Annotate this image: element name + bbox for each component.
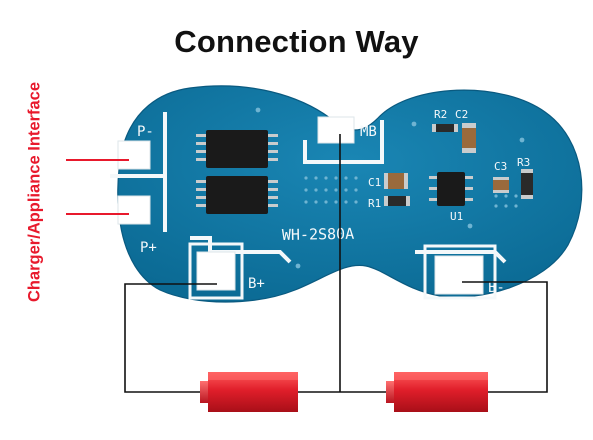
label-c2: C2	[455, 108, 468, 121]
pad-b-plus-frame	[188, 242, 244, 300]
chip-u1	[429, 172, 473, 206]
label-b-plus: B+	[248, 276, 265, 292]
component-r2	[432, 124, 458, 132]
label-b-minus: B-	[488, 280, 505, 296]
wire-b-minus	[462, 281, 548, 393]
wire-b-plus	[124, 283, 217, 393]
component-r1	[384, 196, 410, 206]
label-r3: R3	[517, 156, 530, 169]
battery-cell-right	[386, 372, 488, 412]
diagram-title: Connection Way	[174, 24, 419, 59]
label-r1: R1	[368, 197, 381, 210]
pad-b-minus-frame	[423, 244, 497, 300]
via-dots	[255, 107, 525, 269]
component-c2	[462, 123, 476, 153]
wiring	[124, 134, 548, 393]
label-p-plus: P+	[140, 240, 157, 256]
label-board-model: WH-2S80A	[282, 225, 355, 244]
chip-mosfet-top	[196, 130, 278, 168]
label-c1: C1	[368, 176, 381, 189]
label-u1: U1	[450, 210, 463, 223]
label-mb: MB	[360, 124, 377, 140]
chip-mosfet-bottom	[196, 176, 278, 214]
component-r3	[521, 169, 533, 199]
component-c3	[493, 177, 509, 193]
pad-mb	[317, 116, 355, 144]
pad-p-minus	[117, 140, 151, 170]
battery-cell-left	[200, 372, 298, 412]
component-c1	[384, 173, 408, 189]
pad-b-minus	[434, 255, 484, 295]
label-c3: C3	[494, 160, 507, 173]
label-r2: R2	[434, 108, 447, 121]
label-p-minus: P-	[137, 124, 154, 140]
pad-p-plus	[117, 195, 151, 225]
